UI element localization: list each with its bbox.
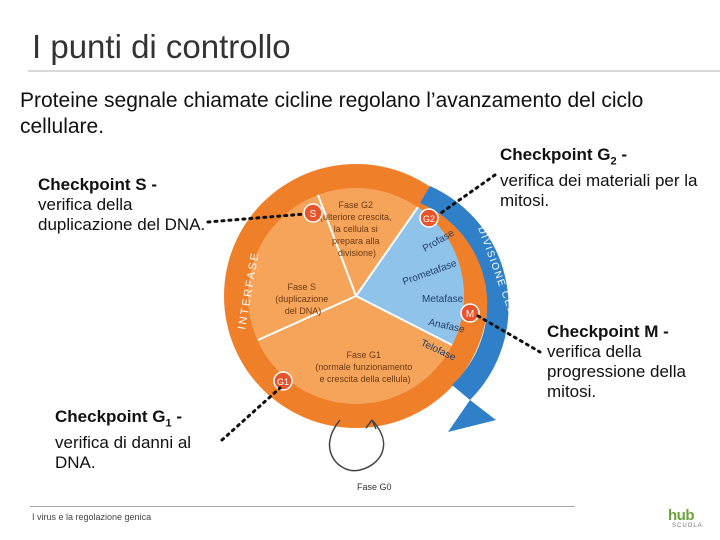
logo-main: hub [668, 507, 695, 524]
badge-g1 [273, 371, 293, 391]
mitosis-metafase: Metafase [422, 294, 464, 305]
leader-g1 [220, 386, 282, 442]
leader-s [206, 212, 307, 224]
footer-divider [30, 506, 575, 507]
logo-sub: SCUOLA [672, 523, 703, 529]
badge-g2-label: G2 [423, 214, 435, 224]
badge-s [303, 203, 323, 223]
checkpoint-g2: Checkpoint G2 - verifica dei materiali p… [500, 145, 715, 211]
checkpoint-s: Checkpoint S - verifica della duplicazio… [38, 175, 208, 235]
footer-text: I virus e la regolazione genica [32, 512, 152, 522]
checkpoint-g1-heading: Checkpoint G1 - [55, 407, 183, 430]
svg-text:Fase G2 (ulteriore crescit: Fase G2 (ulteriore crescita, la cellula … [320, 200, 394, 258]
badge-g2 [419, 208, 439, 228]
hub-scuola-logo: hub SCUOLA [668, 508, 708, 536]
checkpoint-s-heading: Checkpoint S - [38, 175, 158, 194]
s-label-2: del DNA) [285, 306, 322, 316]
s-label-1: (duplicazione [275, 294, 328, 304]
badge-m [460, 303, 480, 323]
divider-s-g2 [317, 194, 357, 297]
title-divider [28, 70, 720, 72]
s-label-0: Fase S [287, 282, 316, 292]
checkpoint-g1-text: verifica di danni al DNA. [55, 433, 192, 473]
intro-text: Proteine segnale chiamate cicline regola… [20, 89, 644, 138]
g2-label-1: (ulteriore crescita, [320, 212, 392, 222]
badge-g1-label: G1 [277, 377, 289, 387]
divider-m-g1 [355, 295, 453, 346]
checkpoint-m: Checkpoint M - verifica della progressio… [547, 322, 717, 402]
badge-s-label: S [310, 209, 317, 220]
division-ring [420, 186, 509, 400]
g2-label-2: la cellula si [334, 224, 378, 234]
checkpoint-g2-heading: Checkpoint G2 - [500, 145, 628, 168]
badge-m-label: M [466, 309, 474, 320]
g0-label: Fase G0 [357, 482, 392, 492]
divider-g2-m [355, 206, 419, 297]
g1-label-1: (normale funzionamento [315, 362, 412, 372]
checkpoint-m-text: verifica della progressione della mitosi… [547, 342, 686, 401]
checkpoint-m-heading: Checkpoint M - [547, 322, 669, 341]
slide-title: I punti di controllo [32, 28, 291, 65]
g2-label-0: Fase G2 [338, 200, 373, 210]
divider-g1-s [257, 295, 357, 341]
svg-text:Fase G1 (normale funzionam: Fase G1 (normale funzionamento e crescit… [315, 350, 415, 384]
checkpoint-g2-text: verifica dei materiali per la mitosi. [500, 171, 698, 211]
leader-m [476, 314, 542, 354]
checkpoint-g1: Checkpoint G1 - verifica di danni al DNA… [55, 407, 225, 473]
mitosis-slice [356, 207, 465, 345]
checkpoint-s-text: verifica della duplicazione del DNA. [38, 195, 206, 234]
g0-loop [328, 419, 385, 472]
g0-arrow [365, 419, 377, 430]
g1-label-2: e crescita della cellula) [319, 374, 410, 384]
g1-label-0: Fase G1 [346, 350, 381, 360]
g2-label-3: prepara alla [332, 236, 380, 246]
division-arrow [448, 400, 496, 432]
svg-text:Fase S (duplicazione d: Fase S (duplicazione del DNA) [275, 282, 331, 316]
g2-label-4: divisione) [338, 248, 376, 258]
leader-g2 [436, 173, 497, 217]
